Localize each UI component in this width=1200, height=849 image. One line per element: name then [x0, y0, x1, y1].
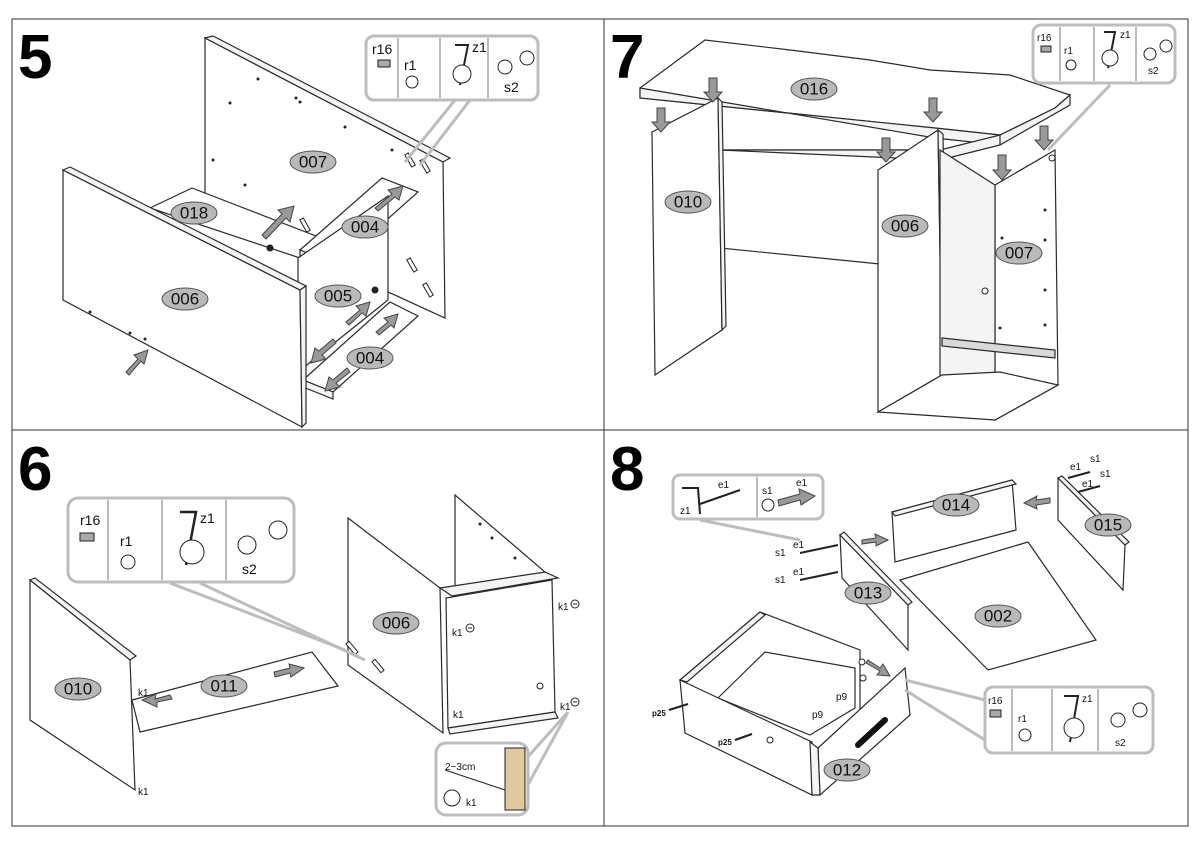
hw-e1: e1: [1070, 462, 1082, 473]
hw-e1: e1: [796, 478, 808, 489]
hw-r1: r1: [120, 533, 133, 549]
svg-text:005: 005: [324, 287, 352, 306]
hw-p25: p25: [652, 709, 666, 718]
hw-z1: z1: [472, 39, 487, 55]
svg-text:010: 010: [64, 680, 92, 699]
hw-s1: s1: [1090, 454, 1101, 465]
step-number: 6: [18, 435, 52, 504]
svg-text:011: 011: [210, 677, 237, 696]
label-012: 012: [823, 758, 871, 782]
hw-s1: s1: [1100, 469, 1111, 480]
hw-s1: s1: [762, 486, 773, 497]
detail-spacing: 2~3cm: [445, 762, 475, 773]
svg-text:004: 004: [356, 349, 384, 368]
hardware-callout: r16 r1 z1 s2: [66, 496, 296, 584]
label-006: 006: [881, 214, 929, 238]
svg-text:018: 018: [180, 204, 208, 223]
label-007: 007: [995, 241, 1043, 265]
panel-grid: [11, 18, 1189, 827]
hw-k1: k1: [558, 602, 569, 613]
hw-s2: s2: [1148, 66, 1159, 77]
step-7: 7 016 010 006 007: [610, 23, 1177, 422]
hw-r1: r1: [1018, 714, 1027, 725]
hardware-callout: r16 r1 z1 s2: [1031, 23, 1177, 85]
label-013: 013: [844, 581, 892, 605]
label-018: 018: [170, 201, 218, 225]
label-004-bottom: 004: [346, 346, 394, 370]
label-015: 015: [1084, 513, 1132, 537]
label-010: 010: [664, 190, 712, 214]
hw-s2: s2: [1115, 738, 1126, 749]
hw-r16: r16: [80, 512, 100, 528]
panel-006-shape: [877, 128, 943, 414]
svg-text:006: 006: [382, 614, 410, 633]
panel-007-edge: [203, 35, 452, 163]
hw-k1: k1: [452, 628, 463, 639]
hw-s1: s1: [775, 575, 786, 586]
step-8: 8 s1 e1 s1 e1 e1 s1 e1 s1: [610, 435, 1155, 797]
svg-text:006: 006: [891, 217, 919, 236]
svg-text:006: 006: [171, 290, 199, 309]
detail-callout: 2~3cm k1: [434, 741, 530, 817]
hw-k1: k1: [138, 787, 149, 798]
hw-e1: e1: [793, 567, 805, 578]
svg-text:016: 016: [800, 80, 828, 99]
detail-part: k1: [466, 798, 477, 809]
label-010: 010: [54, 677, 102, 701]
svg-text:007: 007: [299, 153, 327, 172]
hw-k1: k1: [138, 688, 149, 699]
label-007: 007: [289, 150, 337, 174]
hw-p9: p9: [812, 710, 824, 721]
step-5: 5: [18, 23, 540, 429]
svg-text:010: 010: [674, 193, 702, 212]
label-006: 006: [372, 611, 420, 635]
hw-z1: z1: [680, 506, 691, 517]
svg-text:002: 002: [984, 607, 1012, 626]
label-016: 016: [790, 77, 838, 101]
svg-text:015: 015: [1094, 516, 1122, 535]
hw-z1: z1: [200, 510, 215, 526]
hw-s2: s2: [242, 561, 257, 577]
svg-text:013: 013: [854, 584, 882, 603]
hardware-callout: r16 r1 z1 s2: [983, 685, 1155, 755]
svg-text:004: 004: [351, 218, 379, 237]
hardware-callout: r16 r1 z1 s2: [364, 34, 540, 102]
label-002: 002: [974, 604, 1022, 628]
hw-p9: p9: [836, 692, 848, 703]
svg-text:014: 014: [942, 496, 970, 515]
hw-e1: e1: [718, 480, 730, 491]
hw-z1: z1: [1082, 694, 1093, 705]
svg-text:007: 007: [1005, 244, 1033, 263]
step-number: 5: [18, 23, 52, 92]
label-005: 005: [314, 284, 362, 308]
panel-010-shape: [651, 97, 723, 377]
step-number: 8: [610, 435, 644, 504]
label-011: 011: [200, 674, 248, 698]
hw-r16: r16: [1037, 33, 1052, 44]
hw-s1: s1: [775, 548, 786, 559]
label-004-top: 004: [341, 215, 389, 239]
label-006: 006: [161, 287, 209, 311]
hw-z1: z1: [1120, 30, 1131, 41]
hw-r16: r16: [988, 696, 1003, 707]
step-number: 7: [610, 23, 644, 92]
svg-text:012: 012: [833, 761, 861, 780]
step-6: 6 k1 k1 k1 k1 k1 k1 010 011 006: [18, 435, 580, 817]
hw-p25: p25: [718, 738, 732, 747]
hw-e1: e1: [793, 540, 805, 551]
hw-k1: k1: [453, 710, 464, 721]
hardware-callout-cam: z1 e1 s1 e1: [671, 473, 825, 521]
hw-r1: r1: [404, 57, 417, 73]
label-014: 014: [932, 493, 980, 517]
panel-014-shape: [891, 479, 1017, 563]
hw-s2: s2: [504, 79, 519, 95]
hw-r16: r16: [372, 41, 392, 57]
hw-e1: e1: [1082, 479, 1094, 490]
hw-r1: r1: [1064, 46, 1073, 57]
hw-k1: k1: [560, 702, 571, 713]
